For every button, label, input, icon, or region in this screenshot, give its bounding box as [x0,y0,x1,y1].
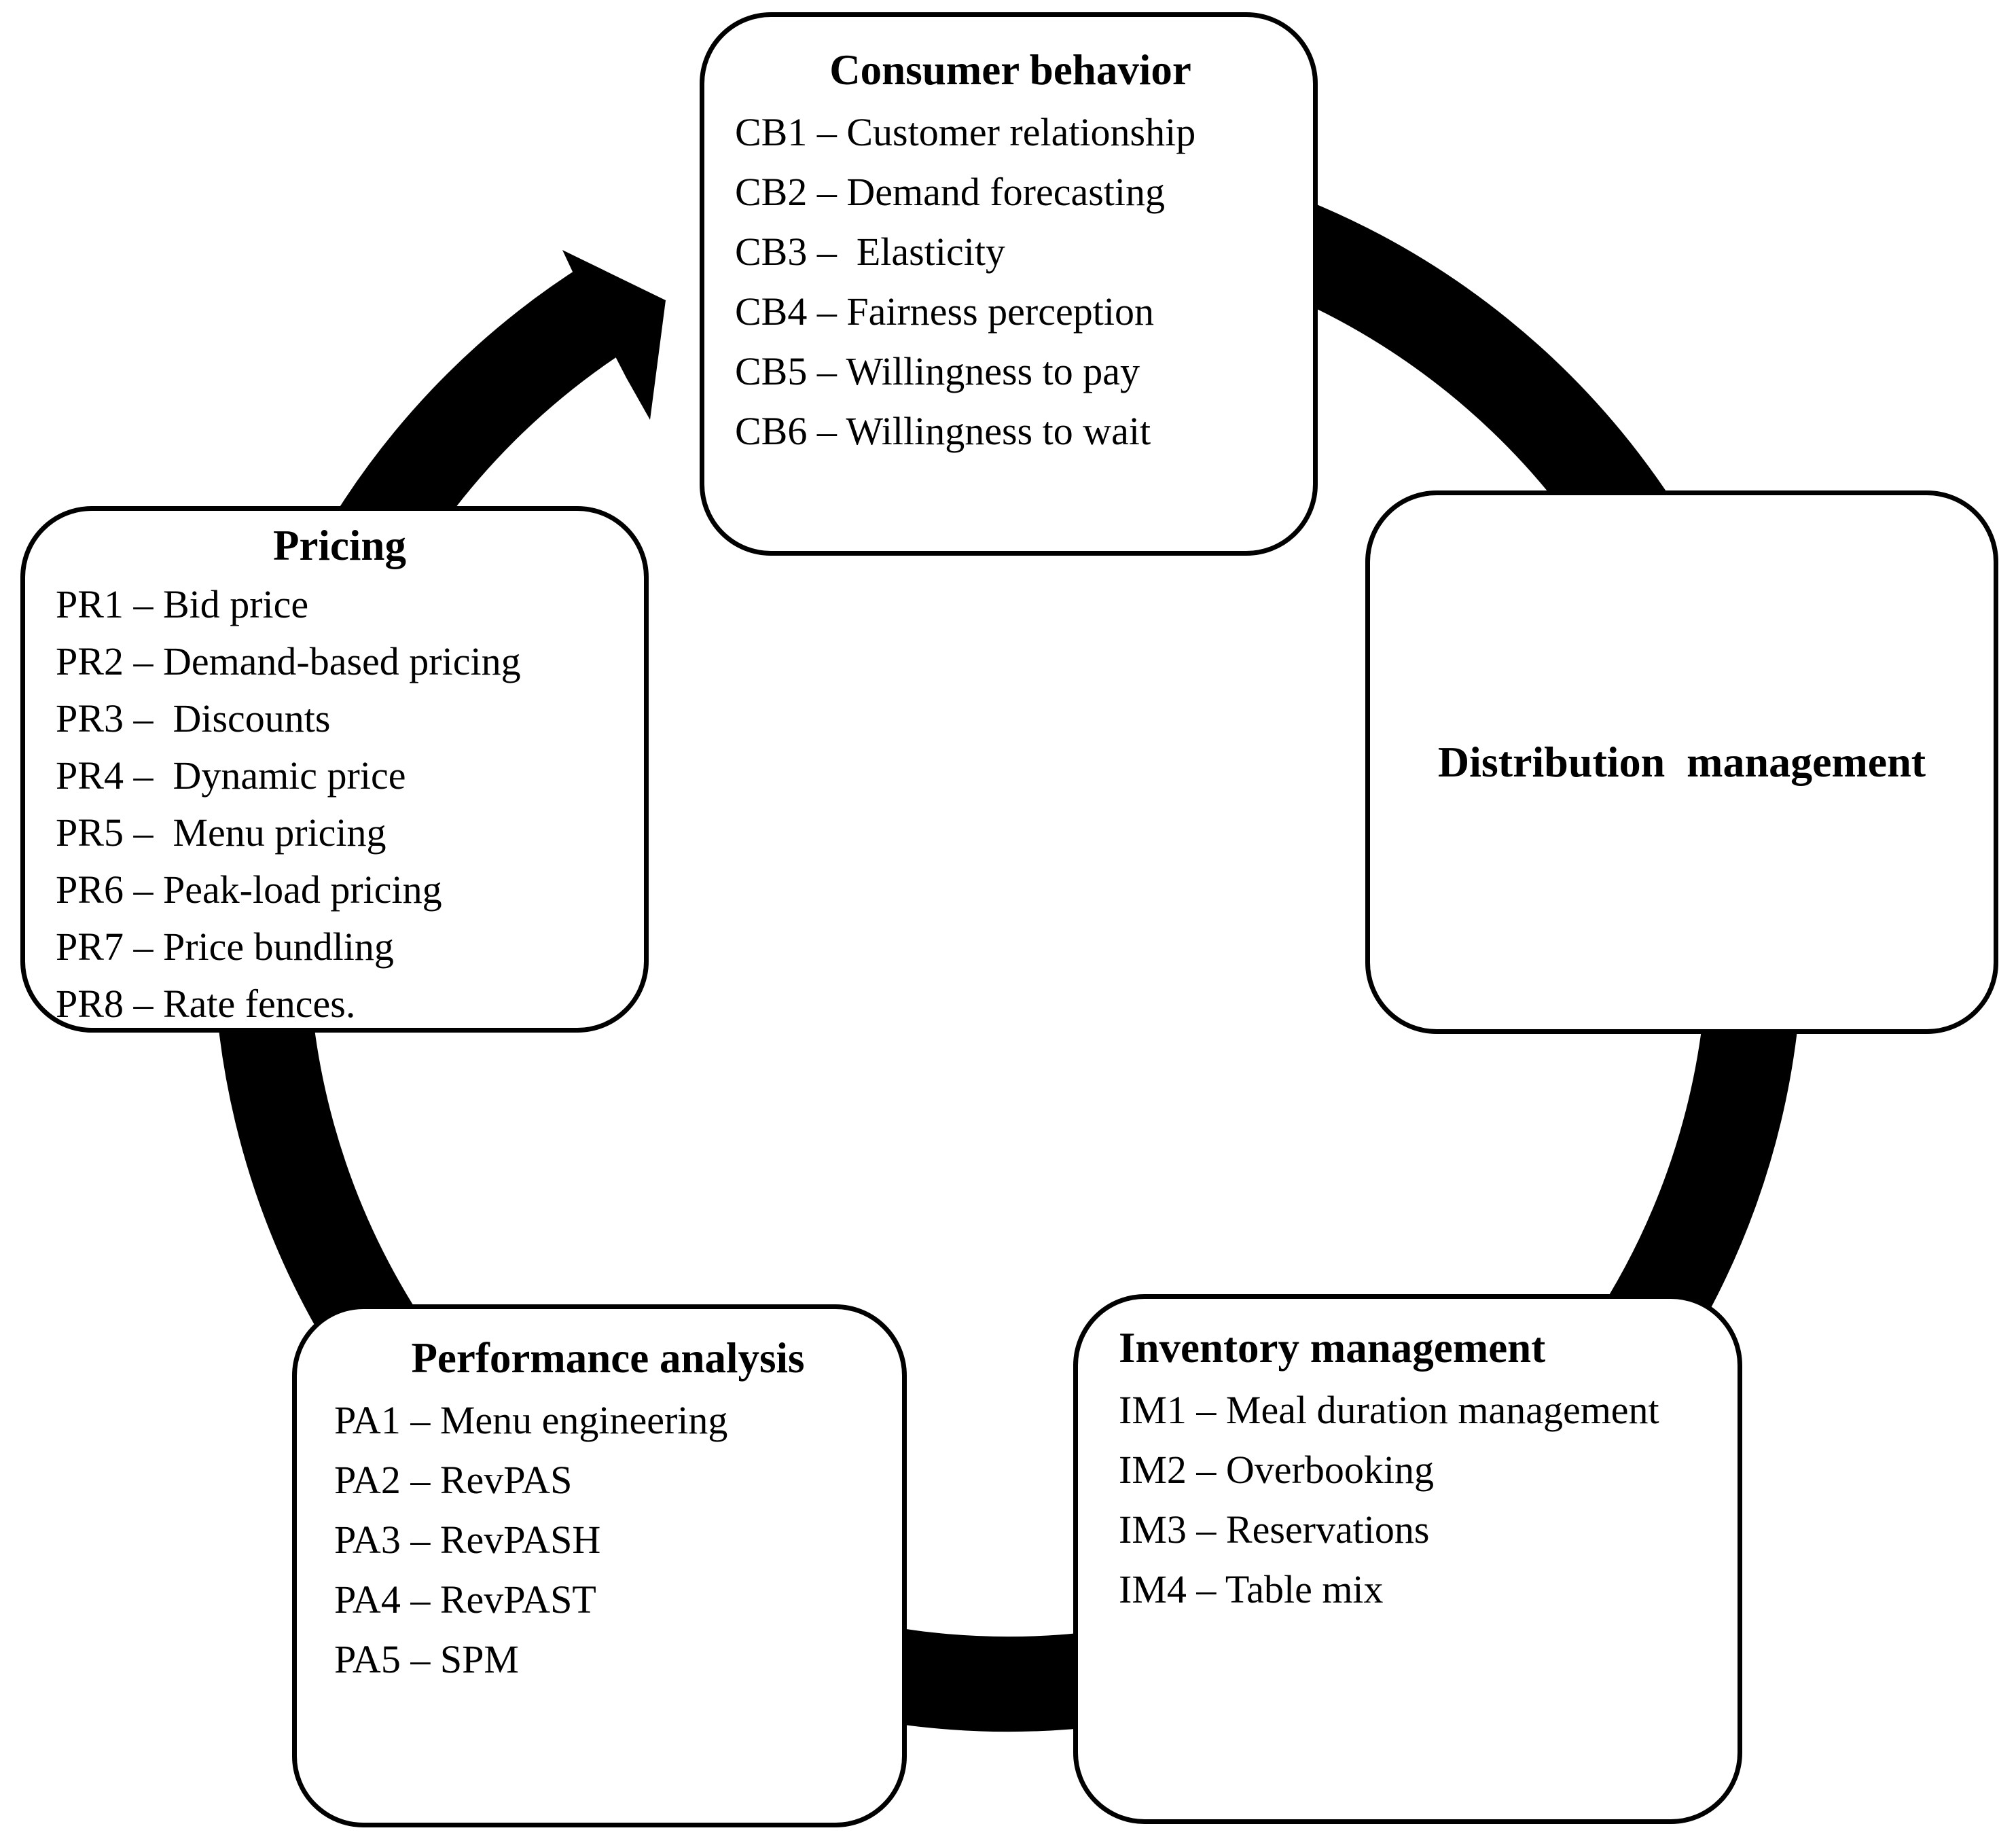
list-item: PR5 – Menu pricing [56,810,386,855]
box-title: Performance analysis [411,1334,805,1382]
list-item: CB6 – Willingness to wait [735,409,1151,453]
list-item: IM1 – Meal duration management [1119,1388,1659,1432]
list-item: IM3 – Reservations [1119,1507,1430,1552]
box-performance-analysis: Performance analysis PA1 – Menu engineer… [292,1304,907,1827]
list-item: CB3 – Elasticity [735,230,1005,274]
box-title: Distribution management [1437,738,1926,786]
list-item: PA5 – SPM [334,1637,519,1681]
box-consumer-behavior: Consumer behavior CB1 – Customer relatio… [700,12,1318,556]
list-item: PA3 – RevPASH [334,1518,601,1562]
list-item: CB1 – Customer relationship [735,110,1196,154]
list-item: PR2 – Demand-based pricing [56,639,521,683]
list-item: PR6 – Peak-load pricing [56,868,442,912]
list-item: CB5 – Willingness to pay [735,349,1140,393]
list-item: PR4 – Dynamic price [56,753,406,798]
box-title: Consumer behavior [829,46,1191,94]
list-item: IM2 – Overbooking [1119,1448,1434,1492]
list-item: PA1 – Menu engineering [334,1398,728,1442]
arrowhead-icon [562,250,666,420]
list-item: PR3 – Discounts [56,696,331,740]
list-item: PR7 – Price bundling [56,925,394,969]
list-item: PA4 – RevPAST [334,1577,596,1622]
box-inventory-management: Inventory management IM1 – Meal duration… [1073,1294,1742,1824]
list-item: CB2 – Demand forecasting [735,170,1166,214]
list-item: PA2 – RevPAS [334,1458,573,1502]
box-title: Pricing [273,522,406,569]
box-distribution-management: Distribution management [1365,490,1998,1034]
box-title: Inventory management [1119,1324,1546,1372]
list-item: PR8 – Rate fences. [56,982,356,1026]
list-item: CB4 – Fairness perception [735,289,1154,334]
list-item: IM4 – Table mix [1119,1567,1384,1611]
list-item: PR1 – Bid price [56,582,309,626]
